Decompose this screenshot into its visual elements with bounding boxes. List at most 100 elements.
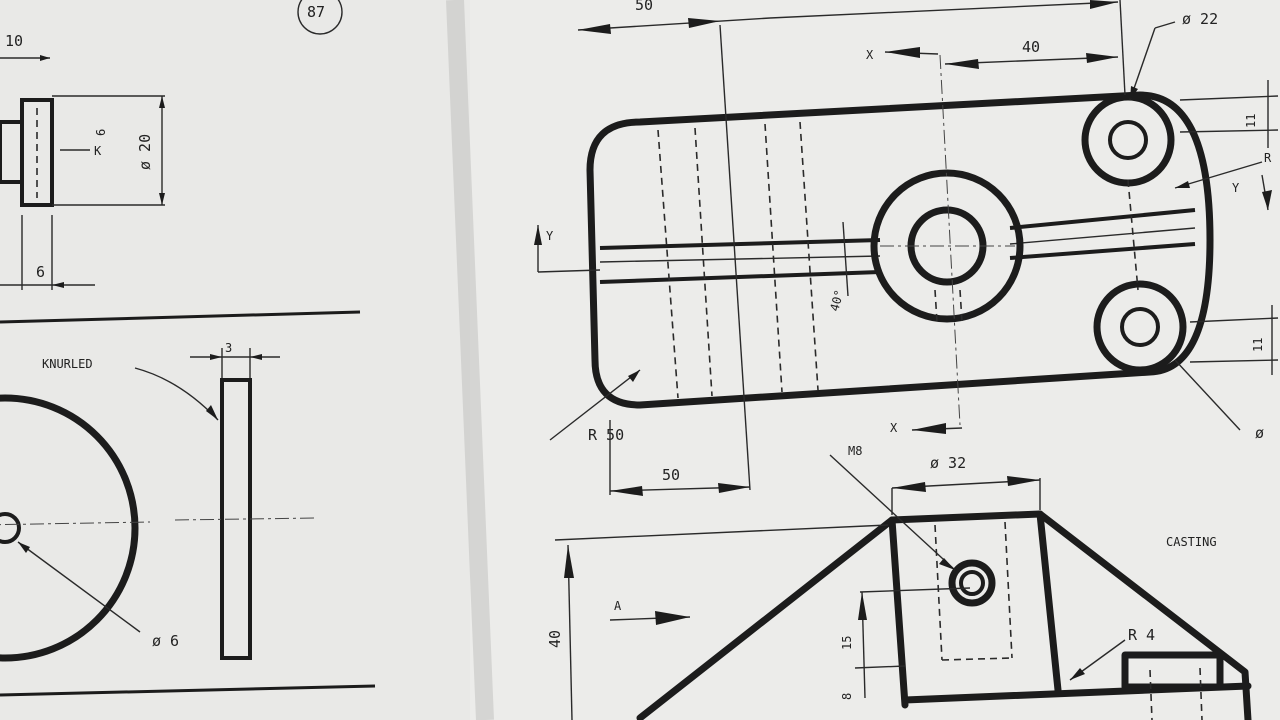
page-number: 87 [307,3,325,21]
extension-line [1119,0,1126,96]
corner-boss-bottom [1093,280,1187,374]
dim-arrow [159,193,165,205]
dim-phi-right: ø [1255,424,1264,442]
dim-r50: R 50 [588,426,624,444]
dim-11-bottom: 11 [1251,338,1265,352]
dim-phi32: ø 32 [930,454,966,472]
dim-phi20: ø 20 [136,134,154,170]
corner-hole-bottom [1120,307,1160,347]
dim-arrow [18,542,30,553]
dim-arrow [1086,53,1118,63]
y-label-left: Y [546,229,554,243]
dim-arrow [858,592,867,620]
m8-tapped-hole [948,559,996,607]
cutting-plane-arrow [885,47,920,58]
hidden-line [1149,669,1153,720]
extension-line [859,587,971,593]
central-boss [870,169,1024,323]
knurled-label: KNURLED [42,357,93,371]
dim-arrow [578,24,611,34]
label-m8: M8 [848,444,862,458]
disc-hole [0,512,21,544]
boss-side-right [1036,510,1062,694]
hidden-line [1004,521,1013,659]
dim-arrow [939,558,955,570]
leader-phi6 [17,541,141,633]
slot-edge-top [599,238,881,250]
hidden-rib [799,121,819,391]
dim-arrow [628,370,640,382]
label-a: A [614,599,622,613]
dim-line-long [769,1,1119,19]
extension-line [1179,129,1279,133]
slot-edge-bottom [1009,242,1196,260]
hidden-rib [694,127,713,397]
dim-arrow [250,354,262,360]
extension-line [554,524,889,541]
centre-line-x [939,54,961,426]
hidden-bore [959,289,963,323]
extension-line [854,665,906,669]
dim-3: 3 [225,341,232,355]
dim-arrow [1007,476,1040,486]
y-label-right: Y [1232,181,1240,195]
x-label-bottom: X [890,421,898,435]
r-label: R [1264,151,1272,165]
dim-arrow [945,59,979,69]
leader-r [1174,161,1263,189]
dim-arrow [655,611,690,625]
extension-line [719,24,751,491]
leader-r50 [549,369,641,441]
dim-40: 40 [1022,38,1040,56]
cutting-plane-y-left [537,269,601,273]
hidden-line [934,524,943,661]
m8-hole-inner [959,570,985,596]
part-stub [0,120,24,184]
centre-line [0,521,151,526]
slot-inner-line [1009,227,1196,245]
book-gutter [446,0,494,720]
dim-arrow [159,96,165,108]
dim-arrow [718,483,750,493]
dim-phi6: ø 6 [152,632,179,650]
dim-50-top: 50 [635,0,653,14]
dim-arrow [1175,181,1190,188]
knurled-disc [0,394,139,662]
dim-11-top: 11 [1244,114,1258,128]
dim-arrow [688,18,720,28]
hidden-bore [934,289,938,323]
hidden-line [1199,667,1203,720]
casting-label: CASTING [1166,535,1217,549]
dim-6-top: 6 [94,129,108,136]
dim-6-bottom: 6 [36,263,45,281]
dim-arrow [206,405,218,420]
leader-phi22 [1154,21,1176,29]
extension-line [1179,95,1279,101]
hidden-rib [657,129,679,399]
divider-top [0,310,361,324]
dim-arrow [210,354,222,360]
base-plate-outline [586,91,1214,409]
dim-phi22: ø 22 [1182,10,1218,28]
cutting-plane-arrow [912,423,946,434]
dim-arrow [1090,0,1118,9]
left-page [0,0,470,720]
dim-10: 10 [5,32,23,50]
dim-r4: R 4 [1128,626,1155,644]
extension-line [1189,359,1279,363]
step-feature [1121,651,1224,691]
divider-bottom [0,684,376,697]
dim-arrow [892,482,926,492]
leader-phi [1174,359,1241,431]
dim-angle: 40° [827,288,846,313]
extension-line [1189,317,1279,323]
dim-50-bottom: 50 [662,466,680,484]
k-label: K [94,144,102,158]
x-label-top: X [866,48,874,62]
hidden-rib [764,123,783,393]
dim-arrow [1130,86,1138,100]
dim-arrow [40,55,50,61]
slot-inner-line [599,255,881,263]
